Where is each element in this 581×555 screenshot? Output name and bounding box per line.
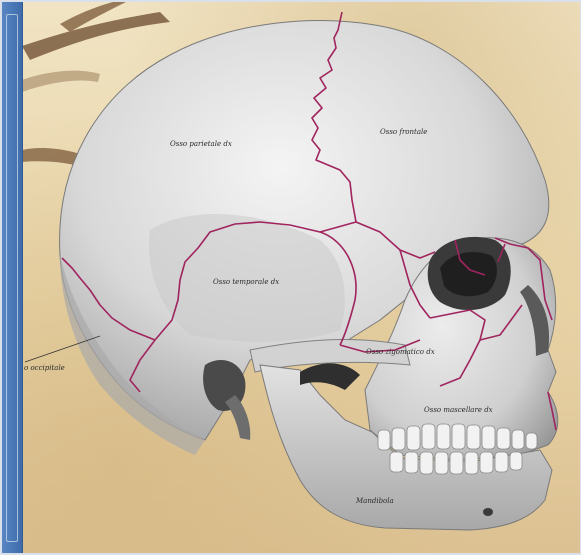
label-parietale: Osso parietale dx bbox=[170, 140, 232, 148]
label-mascellare: Osso mascellare dx bbox=[424, 406, 493, 414]
label-occipitale: o occipitale bbox=[24, 364, 65, 372]
left-panel-border bbox=[6, 14, 18, 542]
label-mandibola: Mandibola bbox=[356, 497, 394, 505]
label-zigomatico: Osso zigomatico dx bbox=[366, 348, 435, 356]
label-temporale: Osso temporale dx bbox=[213, 278, 279, 286]
label-frontale: Osso frontale bbox=[380, 128, 427, 136]
left-side-panel bbox=[0, 0, 23, 555]
